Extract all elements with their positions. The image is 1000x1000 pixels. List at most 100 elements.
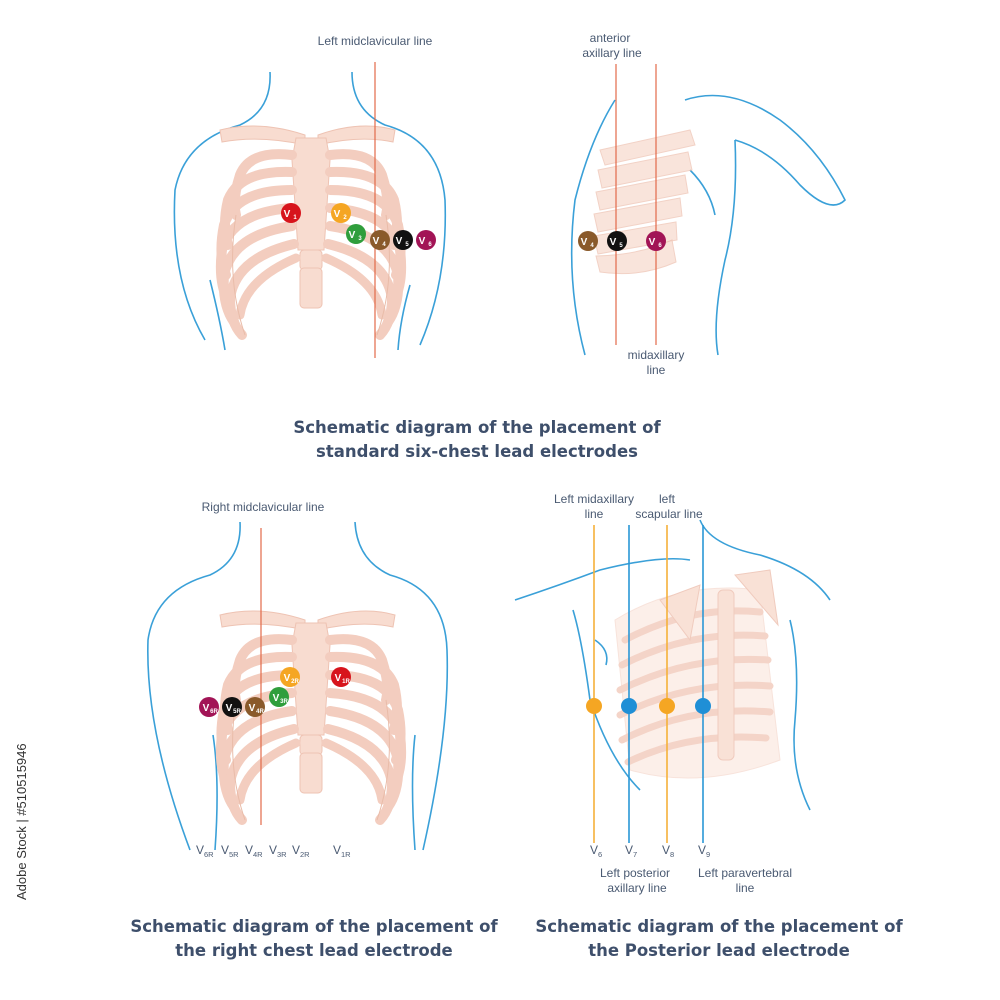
electrode-v1: V 1 <box>281 203 301 223</box>
electrode-marker <box>245 697 265 717</box>
label-anterior-axillary-2: axillary line <box>582 46 642 60</box>
label-left-paravertebral-2: line <box>736 881 755 895</box>
electrode-v6: V 6 <box>416 230 436 250</box>
posterior-panel <box>514 519 831 843</box>
bottom-label-v1r: V1R <box>333 843 351 859</box>
electrode-v4r: V 4R <box>245 697 265 717</box>
electrode-marker <box>578 231 598 251</box>
electrode-v1r: V 1R <box>331 667 351 687</box>
electrode-marker <box>281 203 301 223</box>
label-midaxillary-1: midaxillary <box>628 348 685 362</box>
electrode-v8-dot <box>659 698 675 714</box>
label-left-scapular-1: left <box>659 492 676 506</box>
electrode-marker <box>269 687 289 707</box>
svg-text:V: V <box>249 703 256 714</box>
electrode-v5: V 5 <box>607 231 627 251</box>
electrode-v3r: V 3R <box>269 687 289 707</box>
svg-text:V: V <box>419 236 426 247</box>
electrode-marker <box>393 230 413 250</box>
svg-text:V: V <box>334 209 341 220</box>
electrode-v6: V 6 <box>646 231 666 251</box>
stock-watermark: Adobe Stock | #510515946 <box>14 743 29 900</box>
electrode-v6r: V 6R <box>199 697 219 717</box>
svg-text:V: V <box>581 237 588 248</box>
svg-text:4: 4 <box>382 242 386 248</box>
svg-text:3R: 3R <box>280 699 288 705</box>
electrode-v9-dot <box>695 698 711 714</box>
label-left-posterior-axillary-2: axillary line <box>607 881 667 895</box>
svg-text:4: 4 <box>590 243 594 249</box>
svg-text:5: 5 <box>405 242 409 248</box>
svg-text:V: V <box>349 230 356 241</box>
bottom-label-v8: V8 <box>662 843 674 859</box>
electrode-v4: V 4 <box>370 230 390 250</box>
standard-side-electrodes: V 4 V 5 V 6 <box>578 231 666 251</box>
bottom-label-v3r: V3R <box>269 843 287 859</box>
svg-text:V: V <box>396 236 403 247</box>
svg-text:V: V <box>335 673 342 684</box>
svg-text:V: V <box>226 703 233 714</box>
electrode-marker <box>222 697 242 717</box>
label-left-midaxillary-2: line <box>585 507 604 521</box>
electrode-marker <box>416 230 436 250</box>
bottom-label-v5r: V5R <box>221 843 239 859</box>
svg-text:5R: 5R <box>233 709 241 715</box>
caption-right-1: Schematic diagram of the placement of <box>130 917 498 936</box>
electrode-marker <box>370 230 390 250</box>
electrode-v2: V 2 <box>331 203 351 223</box>
bottom-label-v4r: V4R <box>245 843 263 859</box>
electrode-v2r: V 2R <box>280 667 300 687</box>
svg-text:6R: 6R <box>210 709 218 715</box>
svg-text:V: V <box>273 693 280 704</box>
electrode-v3: V 3 <box>346 224 366 244</box>
label-left-midclavicular: Left midclavicular line <box>318 34 433 48</box>
svg-text:1: 1 <box>293 215 297 221</box>
electrode-v6-dot <box>586 698 602 714</box>
caption-posterior-1: Schematic diagram of the placement of <box>535 917 903 936</box>
bottom-label-v6r: V6R <box>196 843 214 859</box>
svg-text:5: 5 <box>619 243 623 249</box>
electrode-marker <box>199 697 219 717</box>
electrode-v5r: V 5R <box>222 697 242 717</box>
label-midaxillary-2: line <box>647 363 666 377</box>
svg-text:V: V <box>284 673 291 684</box>
caption-posterior-2: the Posterior lead electrode <box>588 941 850 960</box>
electrode-marker <box>607 231 627 251</box>
electrode-marker <box>331 203 351 223</box>
label-anterior-axillary-1: anterior <box>590 31 631 45</box>
caption-standard-1: Schematic diagram of the placement of <box>293 418 661 437</box>
standard-side-panel <box>570 64 846 356</box>
electrode-marker <box>331 667 351 687</box>
svg-text:1R: 1R <box>342 679 350 685</box>
electrode-marker <box>646 231 666 251</box>
svg-text:V: V <box>373 236 380 247</box>
label-right-midclavicular: Right midclavicular line <box>202 500 325 514</box>
right-chest-electrodes: V 1R V 2R V 3R V 4R V 5R V 6R <box>199 667 351 717</box>
svg-text:2: 2 <box>343 215 347 221</box>
label-left-scapular-2: scapular line <box>635 507 703 521</box>
svg-text:V: V <box>284 209 291 220</box>
electrode-marker <box>280 667 300 687</box>
label-left-paravertebral-1: Left paravertebral <box>698 866 792 880</box>
bottom-label-v9: V9 <box>698 843 710 859</box>
standard-front-electrodes: V 1 V 2 V 3 V 4 V 5 V 6 <box>281 203 436 250</box>
electrode-v7-dot <box>621 698 637 714</box>
caption-right-2: the right chest lead electrode <box>175 941 452 960</box>
right-chest-bottom-labels: V6R V5R V4R V3R V2R V1R <box>196 843 351 859</box>
posterior-electrodes <box>586 698 711 714</box>
label-left-midaxillary-1: Left midaxillary <box>554 492 634 506</box>
svg-text:6: 6 <box>658 243 662 249</box>
electrode-v5: V 5 <box>393 230 413 250</box>
svg-text:2R: 2R <box>291 679 299 685</box>
electrode-v4: V 4 <box>578 231 598 251</box>
bottom-label-v7: V7 <box>625 843 637 859</box>
standard-front-panel <box>173 62 447 358</box>
svg-text:V: V <box>203 703 210 714</box>
bottom-label-v6: V6 <box>590 843 602 859</box>
electrode-marker <box>346 224 366 244</box>
caption-standard-2: standard six-chest lead electrodes <box>316 442 638 461</box>
bottom-label-v2r: V2R <box>292 843 310 859</box>
right-chest-panel <box>147 521 449 851</box>
svg-text:6: 6 <box>428 242 432 248</box>
